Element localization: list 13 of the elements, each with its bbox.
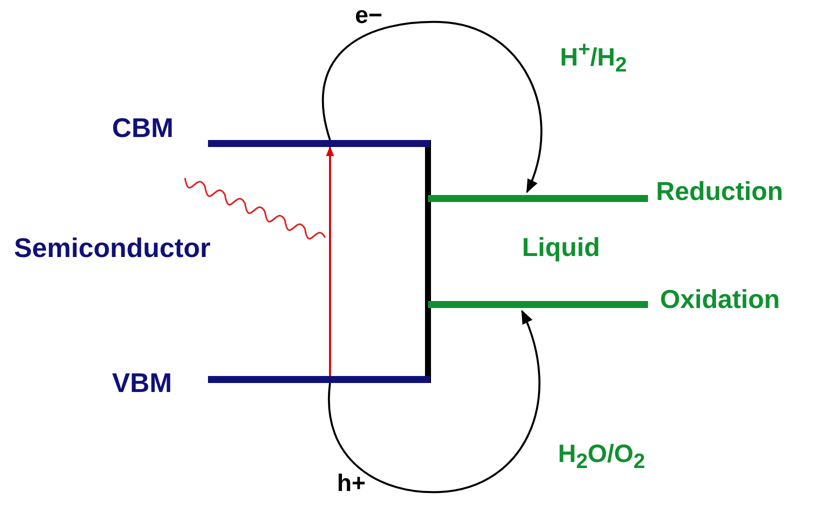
arrow	[326, 146, 334, 376]
arrow	[328, 310, 540, 493]
level-label: CBM	[112, 113, 174, 144]
arrow	[322, 21, 542, 194]
level-label: Reduction	[656, 176, 784, 207]
level-label: Oxidation	[660, 284, 780, 315]
region-label: Liquid	[522, 232, 600, 263]
redox-couple-label: H$^{+}$/H$_{2}$	[560, 38, 627, 78]
edge-label: h+	[337, 470, 366, 498]
edge-label: e−	[355, 2, 382, 30]
level-label: VBM	[112, 368, 172, 399]
region-label: Semiconductor	[14, 233, 211, 264]
redox-couple-label: H$_{2}$O/O$_{2}$	[558, 440, 646, 474]
